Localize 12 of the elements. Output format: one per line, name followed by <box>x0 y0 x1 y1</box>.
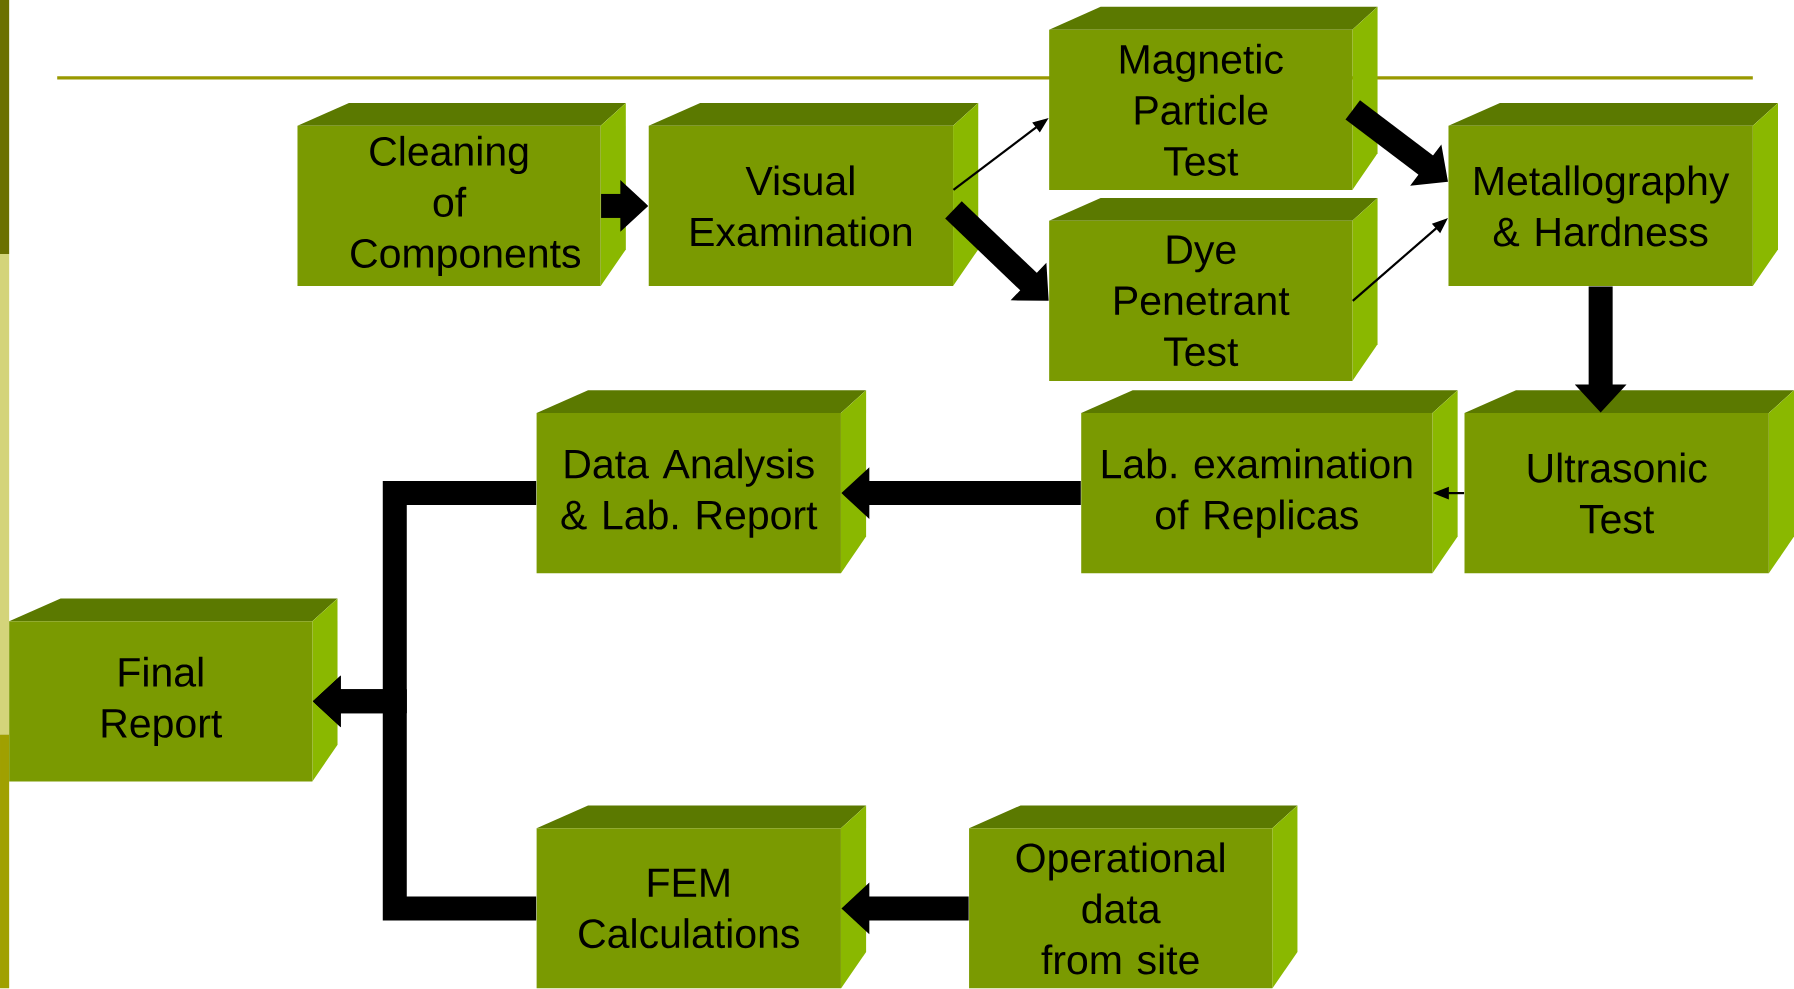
process-box: Final Report <box>9 598 338 782</box>
process-box: Dye Penetrant Test <box>1049 198 1378 382</box>
process-box: Operational data from site <box>969 805 1298 989</box>
process-box: Ultrasonic Test <box>1464 390 1794 574</box>
process-box: Metallography & Hardness <box>1448 103 1778 287</box>
process-box: Lab. examination of Replicas <box>1081 390 1458 574</box>
process-box: Magnetic Particle Test <box>1049 7 1378 191</box>
process-box: FEM Calculations <box>536 805 867 989</box>
process-box: Data Analysis & Lab. Report <box>536 390 867 574</box>
process-box: Visual Examination <box>648 103 979 287</box>
arrow <box>1345 100 1448 186</box>
process-box: Cleaning of Components <box>297 103 626 287</box>
